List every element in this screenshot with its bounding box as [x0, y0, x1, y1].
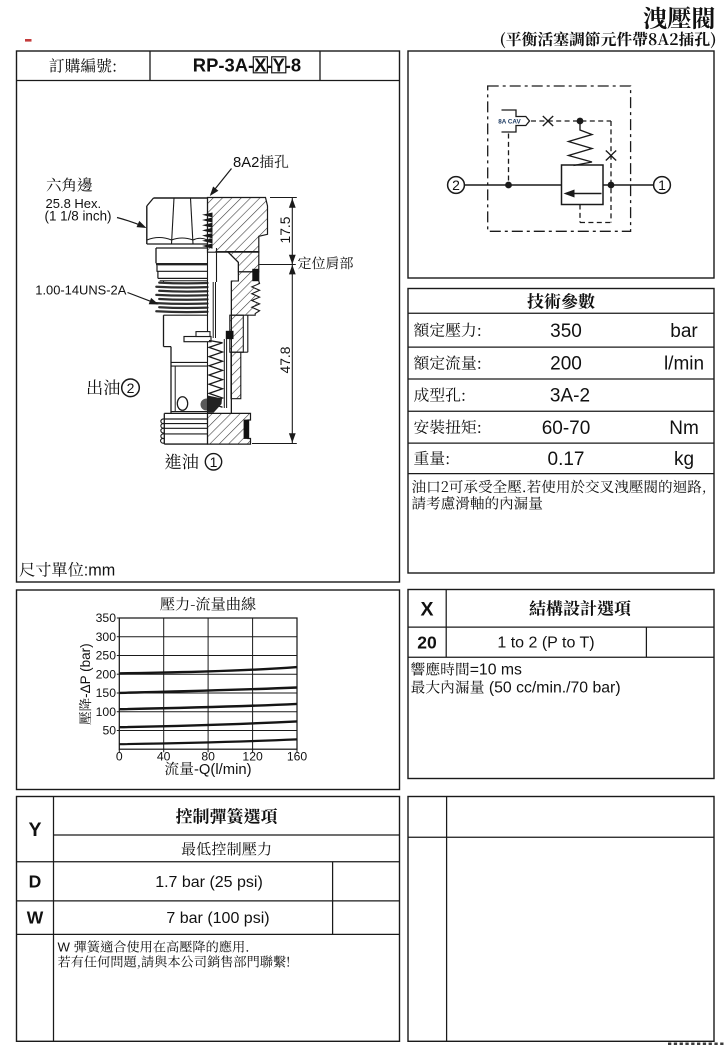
- svg-text:Y: Y: [28, 819, 41, 841]
- svg-text:120: 120: [242, 750, 263, 764]
- svg-text:350: 350: [550, 321, 582, 342]
- svg-text:0.17: 0.17: [548, 449, 585, 470]
- svg-text:160: 160: [287, 750, 308, 764]
- svg-text:47.8: 47.8: [278, 346, 293, 373]
- svg-text:0: 0: [116, 750, 123, 764]
- svg-text:RP-3A-: RP-3A-: [193, 55, 254, 76]
- svg-text:20: 20: [417, 633, 437, 653]
- svg-text:40: 40: [157, 750, 171, 764]
- svg-text:(1 1/8 inch): (1 1/8 inch): [45, 209, 112, 224]
- svg-text:W: W: [58, 940, 74, 955]
- svg-text:100: 100: [96, 705, 117, 719]
- svg-text:W: W: [27, 908, 44, 928]
- svg-text:bar: bar: [670, 321, 698, 342]
- svg-text:8A2: 8A2: [233, 155, 259, 171]
- svg-text:-Q(l/min): -Q(l/min): [194, 762, 252, 778]
- svg-text:80: 80: [201, 750, 215, 764]
- svg-text:-8: -8: [285, 55, 301, 76]
- svg-text:2: 2: [127, 380, 135, 396]
- svg-text:2: 2: [452, 177, 460, 193]
- svg-text:350: 350: [96, 611, 117, 625]
- svg-text:150: 150: [96, 686, 117, 700]
- svg-text:200: 200: [550, 354, 582, 375]
- svg-text:(50 cc/min./70 bar): (50 cc/min./70 bar): [485, 680, 621, 697]
- svg-text:Y: Y: [273, 55, 285, 76]
- svg-text:-: -: [266, 55, 272, 76]
- svg-text:1.00-14UNS-2A: 1.00-14UNS-2A: [35, 283, 126, 298]
- svg-text:300: 300: [96, 630, 117, 644]
- svg-text:1: 1: [210, 454, 218, 470]
- svg-text::mm: :mm: [84, 562, 115, 580]
- svg-text:25.8 Hex.: 25.8 Hex.: [46, 196, 102, 211]
- svg-text:50: 50: [102, 724, 116, 738]
- svg-text:1.7 bar (25 psi): 1.7 bar (25 psi): [155, 874, 263, 891]
- svg-text:1: 1: [658, 177, 666, 193]
- svg-text:17.5: 17.5: [278, 216, 293, 243]
- svg-text:7 bar (100 psi): 7 bar (100 psi): [166, 910, 269, 927]
- svg-text:X: X: [420, 599, 433, 621]
- svg-text:3A-2: 3A-2: [550, 386, 590, 407]
- svg-text:1 to 2 (P to T): 1 to 2 (P to T): [497, 635, 594, 652]
- svg-text:-ΔP (bar): -ΔP (bar): [78, 643, 93, 698]
- svg-text:D: D: [29, 872, 42, 892]
- svg-text:kg: kg: [674, 449, 694, 470]
- svg-text:X: X: [254, 55, 267, 76]
- svg-text:=10 ms: =10 ms: [470, 662, 522, 679]
- svg-text:Nm: Nm: [669, 418, 699, 439]
- svg-text:l/min: l/min: [664, 354, 704, 375]
- svg-text:200: 200: [96, 667, 117, 681]
- svg-text:60-70: 60-70: [542, 418, 591, 439]
- svg-text:8A CAV: 8A CAV: [498, 119, 521, 126]
- svg-text:250: 250: [96, 649, 117, 663]
